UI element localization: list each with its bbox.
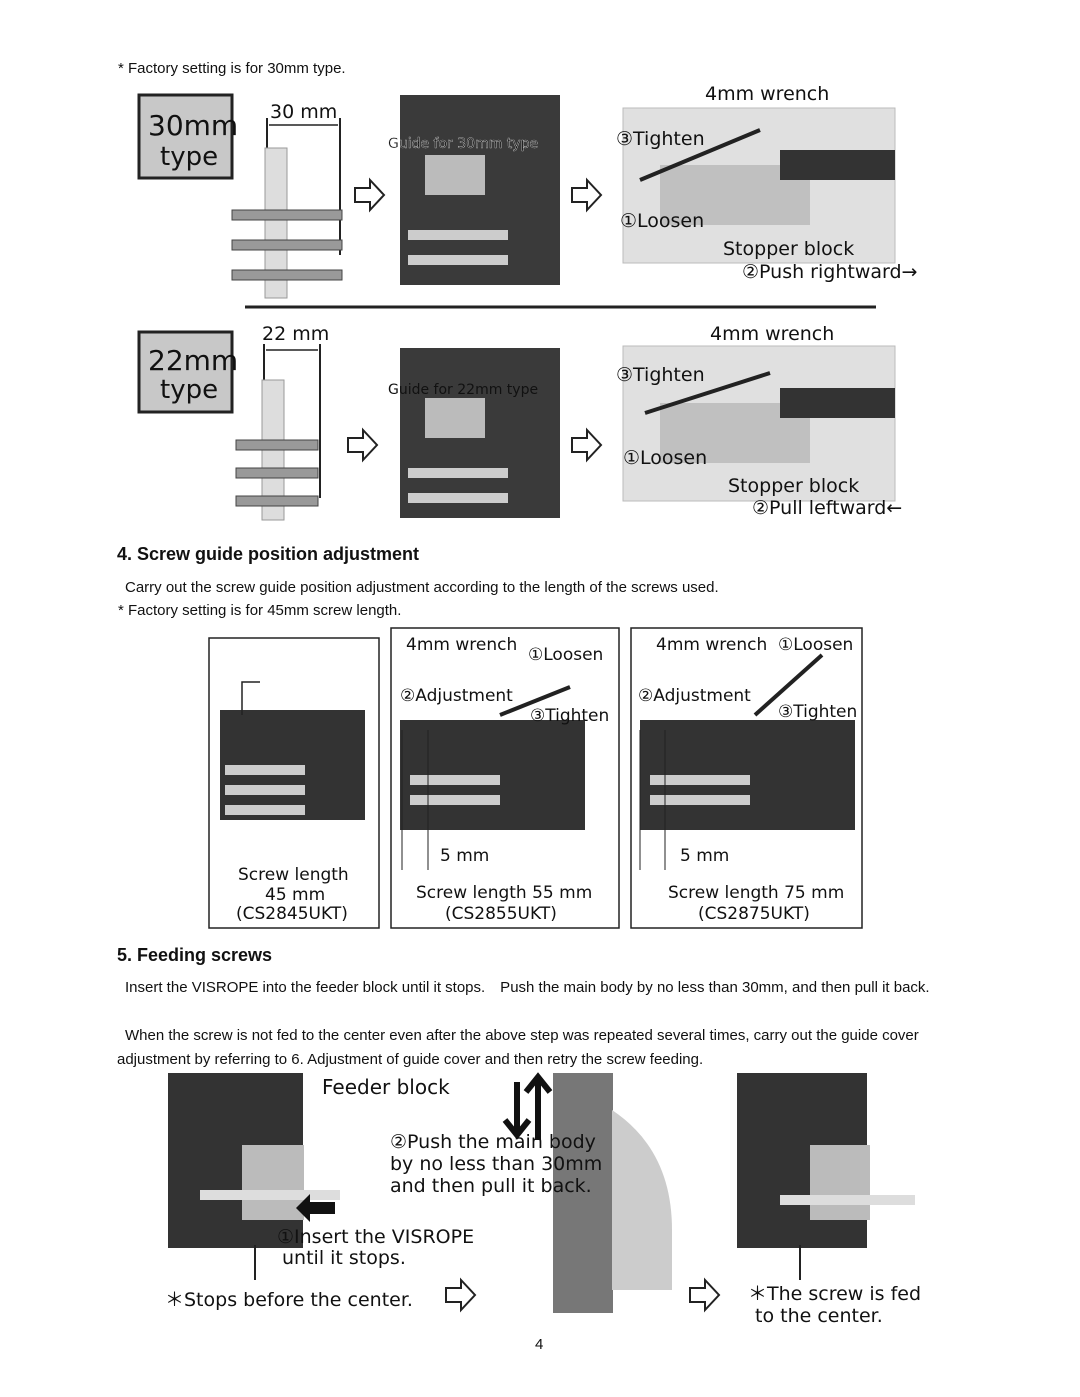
panel3-line1: Screw length 75 mm xyxy=(668,883,844,903)
panel2-line2: (CS2855UKT) xyxy=(445,904,557,924)
page-number: 4 xyxy=(535,1336,544,1353)
factory-setting-note-top: * Factory setting is for 30mm type. xyxy=(118,60,346,77)
up-arrow xyxy=(523,1072,553,1140)
type22-pull-label: ②Pull leftward← xyxy=(752,497,902,519)
type30-tighten-label: ③Tighten xyxy=(616,128,705,150)
section4-note: * Factory setting is for 45mm screw leng… xyxy=(118,602,402,619)
type22-guide-label: Guide for 22mm type xyxy=(388,382,538,398)
insert-label-1: ①Insert the VISROPE xyxy=(277,1226,474,1248)
type30-tube xyxy=(264,147,288,299)
feeding-arrow-1 xyxy=(445,1277,477,1313)
panel3-line2: (CS2875UKT) xyxy=(698,904,810,924)
type22-dim-label: 22 mm xyxy=(262,323,329,345)
down-arrow xyxy=(502,1082,532,1140)
type30-arrow-2 xyxy=(571,177,603,213)
panel3-dim: 5 mm xyxy=(680,846,729,866)
type30-box-line1: 30mm xyxy=(148,109,238,142)
type30-wrench-label: 4mm wrench xyxy=(705,83,829,105)
type30-illustration: 30mm type 30 mm Guide for 30mm type 4mm … xyxy=(137,83,917,309)
fed-label-1: ＊The screw is fed xyxy=(748,1283,921,1305)
panel1-line3: (CS2845UKT) xyxy=(236,904,348,924)
type22-box-line1: 22mm xyxy=(148,344,238,377)
panel3-tighten: ③Tighten xyxy=(778,702,857,722)
insert-label-2: until it stops. xyxy=(282,1247,406,1269)
type22-stopper-label: Stopper block xyxy=(728,475,859,497)
panel1-line1: Screw length xyxy=(238,865,349,885)
stops-label: ＊Stops before the center. xyxy=(165,1289,413,1311)
feeding-illustration: Feeder block ①Insert the VISROPE until i… xyxy=(165,1072,921,1327)
screw-length-panels: Screw length 45 mm (CS2845UKT) 4mm wrenc… xyxy=(208,627,863,929)
insert-arrow xyxy=(296,1194,335,1222)
type22-illustration: 22mm type 22 mm Guide for 22mm type 4mm … xyxy=(137,323,902,521)
section5-heading: 5. Feeding screws xyxy=(117,945,273,965)
type30-box-line2: type xyxy=(160,142,218,172)
panel3-wrench: 4mm wrench xyxy=(656,635,767,655)
type22-box-line2: type xyxy=(160,375,218,405)
push-label-3: and then pull it back. xyxy=(390,1175,592,1197)
panel2-wrench: 4mm wrench xyxy=(406,635,517,655)
fed-label-2: to the center. xyxy=(755,1305,883,1327)
panel2-tighten: ③Tighten xyxy=(530,706,609,726)
push-label-1: ②Push the main body xyxy=(390,1131,596,1153)
feeder-block-label: Feeder block xyxy=(322,1075,450,1099)
panel2-dim: 5 mm xyxy=(440,846,489,866)
feeding-arrow-2 xyxy=(689,1277,721,1313)
type30-push-label: ②Push rightward→ xyxy=(742,261,917,283)
section4-heading: 4. Screw guide position adjustment xyxy=(117,544,420,564)
panel2-loosen: ①Loosen xyxy=(528,645,603,665)
main-body-photo xyxy=(553,1073,613,1313)
type30-screws xyxy=(231,209,343,281)
panel3-adjust: ②Adjustment xyxy=(638,686,751,706)
type30-box xyxy=(137,93,234,180)
panel2-line1: Screw length 55 mm xyxy=(416,883,592,903)
type30-dim-label: 30 mm xyxy=(270,101,337,123)
section5-paragraph-1: Insert the VISROPE into the feeder block… xyxy=(125,979,930,996)
type30-guide-label: Guide for 30mm type xyxy=(388,136,538,152)
type22-tighten-label: ③Tighten xyxy=(616,364,705,386)
push-label-2: by no less than 30mm xyxy=(390,1153,602,1175)
type30-loosen-label: ①Loosen xyxy=(620,210,704,232)
section5-paragraph-2: When the screw is not fed to the center … xyxy=(117,1027,919,1068)
type22-arrow-1 xyxy=(347,427,379,463)
panel3-loosen: ①Loosen xyxy=(778,635,853,655)
type22-loosen-label: ①Loosen xyxy=(623,447,707,469)
type30-stopper-label: Stopper block xyxy=(723,238,854,260)
type30-arrow-1 xyxy=(354,177,386,213)
panel1-line2: 45 mm xyxy=(265,885,325,905)
type22-arrow-2 xyxy=(571,427,603,463)
type22-box xyxy=(137,330,234,414)
type22-wrench-label: 4mm wrench xyxy=(710,323,834,345)
panel2-adjust: ②Adjustment xyxy=(400,686,513,706)
section4-paragraph: Carry out the screw guide position adjus… xyxy=(125,579,719,596)
